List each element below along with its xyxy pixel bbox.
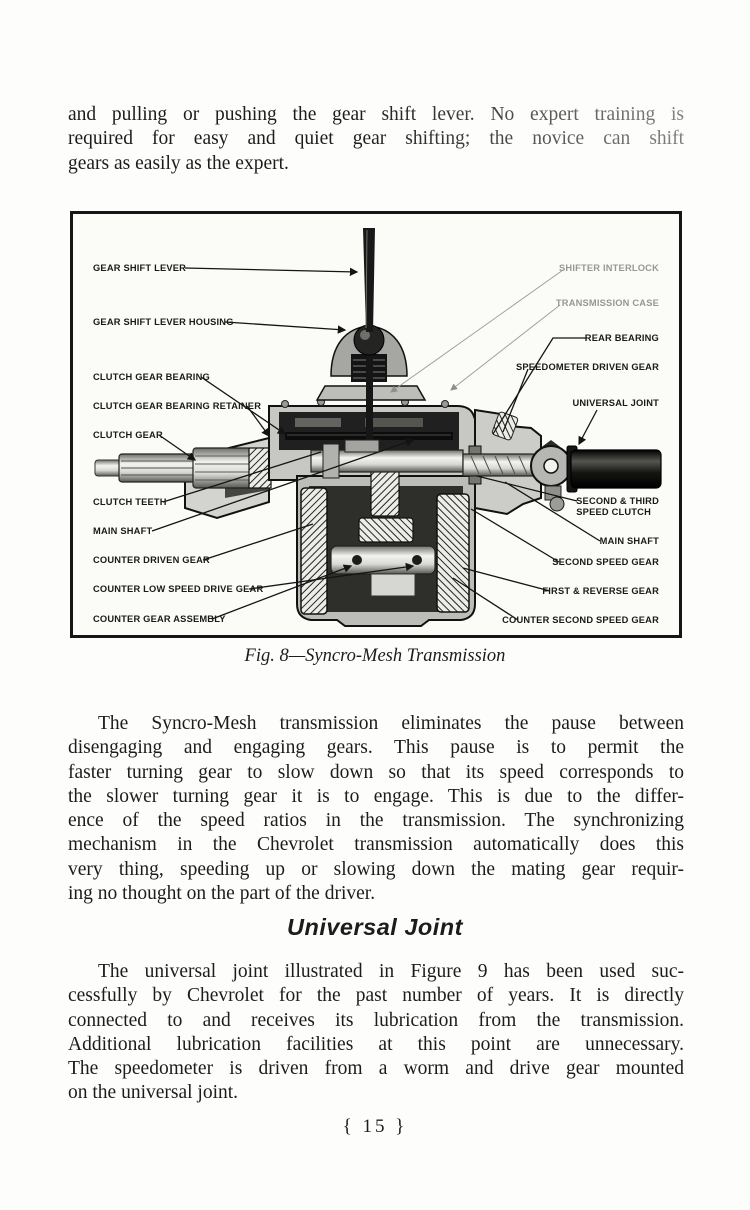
figure-label-gear-shift-lever-housing: GEAR SHIFT LEVER HOUSING [93,317,234,327]
figure-8-frame: GEAR SHIFT LEVER GEAR SHIFT LEVER HOUSIN… [70,211,682,638]
paragraph-syncro-mesh: The Syncro-Mesh transmission eliminates … [68,712,684,906]
text-line: disengaging and engaging gears. This pau… [68,737,684,759]
second-speed-gear-art [370,469,400,517]
text-line: The speedometer is driven from a worm an… [68,1058,684,1080]
figure-label-counter-low-speed-drive-gear: COUNTER LOW SPEED DRIVE GEAR [93,584,263,594]
figure-label-second-speed-gear: SECOND SPEED GEAR [552,557,659,567]
transmission-illustration [94,228,662,627]
figure-label-transmission-case: TRANSMISSION CASE [556,298,659,308]
figure-label-counter-gear-assembly: COUNTER GEAR ASSEMBLY [93,614,226,624]
text-line: ing no thought on the part of the driver… [68,883,376,905]
figure-caption: Fig. 8—Syncro-Mesh Transmission [244,646,506,666]
text-line: The Syncro-Mesh transmission eliminates … [98,713,684,734]
gear-shift-lever-housing-art [315,324,427,444]
transmission-diagram: GEAR SHIFT LEVER GEAR SHIFT LEVER HOUSIN… [93,228,662,627]
text-line: on the universal joint. [68,1082,239,1104]
paragraph-intro: and pulling or pushing the gear shift le… [68,103,684,176]
text-line: required for easy and quiet gear shiftin… [68,128,684,150]
text-line: The universal joint illustrated in Figur… [98,961,684,982]
tail-housing-art [462,408,542,516]
clutch-gear-shaft-art [94,447,272,489]
page-number: { 15 } [342,1116,408,1137]
main-shaft-art [310,439,464,479]
counter-driven-gear-art [300,487,328,615]
figure-label-main-shaft-right: MAIN SHAFT [600,536,659,546]
figure-label-universal-joint: UNIVERSAL JOINT [572,398,659,408]
text-line: faster turning gear to slow down so that… [68,761,684,783]
figure-label-gear-shift-lever: GEAR SHIFT LEVER [93,263,186,273]
figure-label-shifter-interlock: SHIFTER INTERLOCK [559,263,659,273]
figure-label-counter-driven-gear: COUNTER DRIVEN GEAR [93,555,210,565]
text-line: Additional lubrication facilities at thi… [68,1033,684,1055]
paragraph-universal-joint: The universal joint illustrated in Figur… [68,960,684,1106]
propeller-shaft-art [570,449,662,489]
figure-label-clutch-gear-bearing-retainer: CLUTCH GEAR BEARING RETAINER [93,401,261,411]
figure-label-rear-bearing: REAR BEARING [585,333,659,343]
leader-lines [151,267,601,621]
figure-label-second-third-speed-clutch-line2: SPEED CLUTCH [576,507,651,517]
text-line: mechanism in the Chevrolet transmission … [68,834,684,856]
figure-label-speedometer-driven-gear: SPEEDOMETER DRIVEN GEAR [516,362,659,372]
figure-label-main-shaft-left: MAIN SHAFT [93,526,152,536]
text-line: ence of the speed ratios in the transmis… [68,810,684,832]
figure-label-second-third-speed-clutch-line1: SECOND & THIRD [576,496,659,506]
counter-second-speed-gear-art [436,493,470,613]
text-line: gears as easily as the expert. [68,152,289,174]
figure-label-counter-second-speed-gear: COUNTER SECOND SPEED GEAR [502,615,659,625]
gear-shift-lever-art [363,228,375,332]
figure-label-clutch-teeth: CLUTCH TEETH [93,497,167,507]
figure-labels: GEAR SHIFT LEVER GEAR SHIFT LEVER HOUSIN… [93,263,659,625]
low-speed-gear-art [358,517,414,543]
figure-label-first-reverse-gear: FIRST & REVERSE GEAR [542,586,659,596]
figure-label-clutch-gear-bearing: CLUTCH GEAR BEARING [93,372,210,382]
universal-joint-art [530,440,662,512]
text-line: connected to and receives its lubricatio… [68,1009,684,1031]
text-line: very thing, speeding up or slowing down … [68,858,684,880]
text-line: cessfully by Chevrolet for the past numb… [68,985,684,1007]
figure-label-clutch-gear: CLUTCH GEAR [93,430,163,440]
section-heading-universal-joint: Universal Joint [287,914,463,940]
gear-box-art [296,469,476,627]
text-line: and pulling or pushing the gear shift le… [68,104,684,125]
text-line: the slower turning gear it is to engage.… [68,785,684,807]
clutch-teeth-art [248,447,272,489]
